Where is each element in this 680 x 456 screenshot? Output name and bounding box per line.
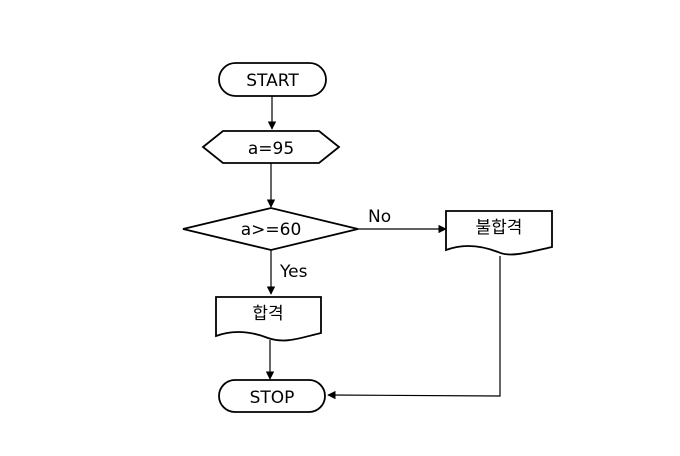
pass-label: 합격 bbox=[252, 304, 283, 324]
input-label: a=95 bbox=[248, 139, 294, 159]
fail-document: 불합격 bbox=[445, 210, 553, 256]
input-hexagon: a=95 bbox=[201, 130, 341, 164]
decision-label: a>=60 bbox=[241, 220, 302, 240]
fail-label: 불합격 bbox=[476, 218, 523, 238]
arrow-fail-to-stop bbox=[327, 256, 501, 400]
no-label: No bbox=[368, 207, 391, 227]
stop-label: STOP bbox=[250, 388, 295, 408]
yes-label: Yes bbox=[279, 262, 308, 282]
pass-document: 합격 bbox=[215, 296, 322, 342]
decision-diamond: a>=60 bbox=[182, 207, 359, 251]
start-label: START bbox=[246, 71, 299, 91]
start-terminator: START bbox=[218, 62, 327, 97]
stop-terminator: STOP bbox=[218, 379, 326, 413]
